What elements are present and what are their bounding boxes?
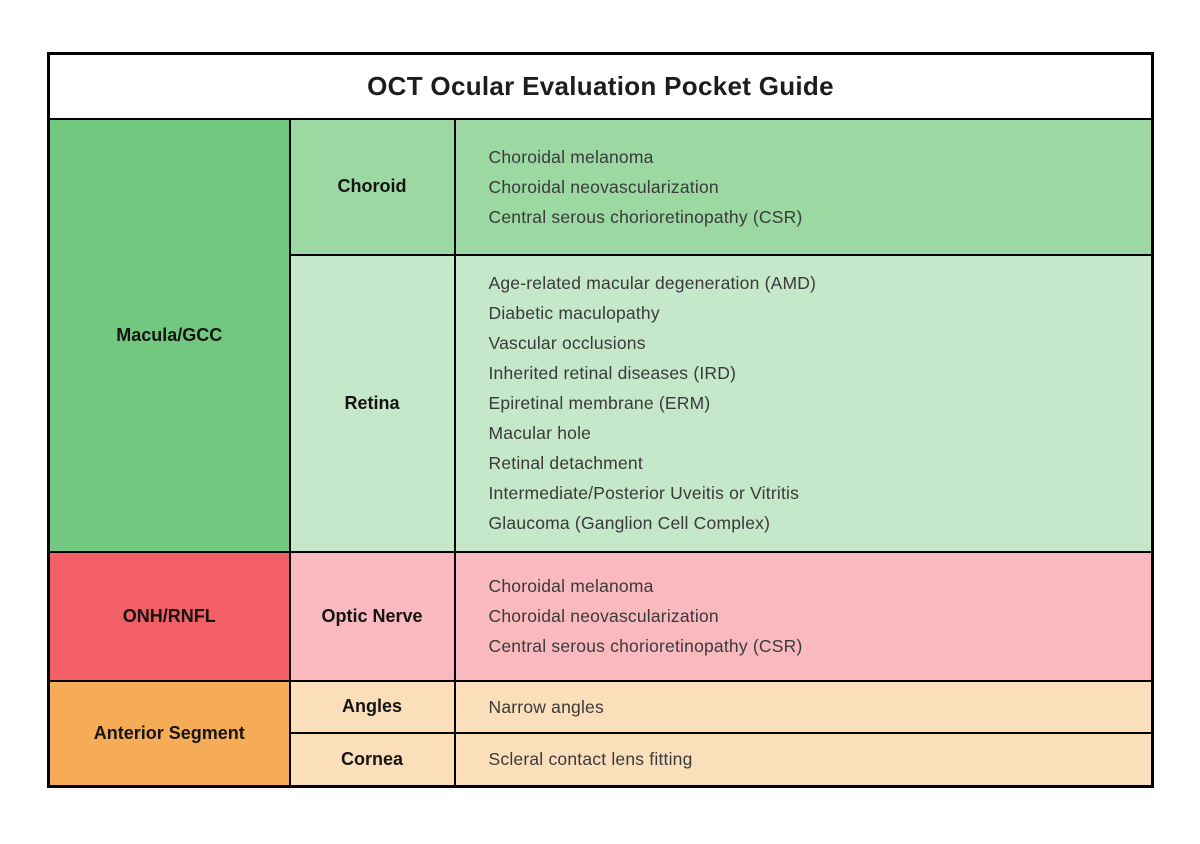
row-choroid: Macula/GCC Choroid Choroidal melanoma Ch… <box>47 117 1154 553</box>
finding-item: Choroidal neovascularization <box>488 606 719 626</box>
finding-item: Narrow angles <box>488 696 604 717</box>
findings-cell-angles: Narrow angles <box>453 679 1154 734</box>
title-row: OCT Ocular Evaluation Pocket Guide <box>47 52 1154 120</box>
category-cell-onh-rnfl: ONH/RNFL <box>47 550 291 682</box>
oct-pocket-guide-table: OCT Ocular Evaluation Pocket Guide Macul… <box>47 52 1155 788</box>
findings-cell-optic-nerve: Choroidal melanoma Choroidal neovascular… <box>453 550 1154 682</box>
finding-item: Diabetic maculopathy <box>488 303 660 323</box>
subcategory-cell-cornea: Cornea <box>288 731 456 788</box>
finding-item: Central serous chorioretinopathy (CSR) <box>488 206 803 227</box>
category-cell-macula-gcc: Macula/GCC <box>47 117 291 553</box>
row-retina: Retina Age-related macular degeneration … <box>49 253 1154 553</box>
findings-cell-choroid: Choroidal melanoma Choroidal neovascular… <box>453 117 1154 256</box>
subcategory-cell-optic-nerve: Optic Nerve <box>288 550 456 682</box>
findings-cell-cornea: Scleral contact lens fitting <box>453 731 1154 788</box>
finding-item: Epiretinal membrane (ERM) <box>488 393 711 413</box>
row-optic-nerve: ONH/RNFL Optic Nerve Choroidal melanoma … <box>47 550 1154 682</box>
row-cornea: Cornea Scleral contact lens fitting <box>49 731 1154 788</box>
finding-item: Choroidal melanoma <box>488 146 654 167</box>
subcategory-cell-choroid: Choroid <box>288 117 456 256</box>
finding-item: Scleral contact lens fitting <box>488 749 693 770</box>
row-angles: Anterior Segment Angles Narrow angles <box>47 679 1154 788</box>
finding-item: Inherited retinal diseases (IRD) <box>488 363 737 383</box>
finding-item: Glaucoma (Ganglion Cell Complex) <box>488 513 771 533</box>
finding-item: Choroidal melanoma <box>488 576 654 596</box>
finding-item: Central serous chorioretinopathy (CSR) <box>488 636 803 656</box>
subcategory-cell-retina: Retina <box>288 253 456 553</box>
findings-cell-retina: Age-related macular degeneration (AMD) D… <box>453 253 1154 553</box>
finding-item: Age-related macular degeneration (AMD) <box>488 273 817 293</box>
finding-item: Vascular occlusions <box>488 333 646 353</box>
finding-item: Macular hole <box>488 423 592 443</box>
page-title: OCT Ocular Evaluation Pocket Guide <box>47 52 1154 120</box>
finding-item: Intermediate/Posterior Uveitis or Vitrit… <box>488 483 800 503</box>
finding-item: Choroidal neovascularization <box>488 176 719 197</box>
finding-item: Retinal detachment <box>488 453 643 473</box>
category-cell-anterior-segment: Anterior Segment <box>47 679 291 788</box>
subcategory-cell-angles: Angles <box>288 679 456 734</box>
